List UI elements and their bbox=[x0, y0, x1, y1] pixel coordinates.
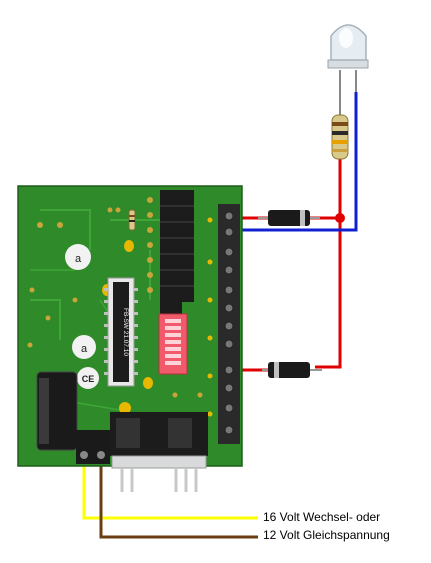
ic-chip-icon: FB-SW 21.07.10 bbox=[104, 277, 138, 387]
capacitor-icon bbox=[36, 371, 78, 451]
resistor-icon bbox=[128, 209, 136, 231]
dip-switch-icon bbox=[158, 313, 188, 375]
led-icon bbox=[327, 24, 369, 110]
power-label-line2: 12 Volt Gleichspannung bbox=[263, 528, 390, 542]
terminal-block-icon bbox=[207, 204, 240, 444]
resistor-icon bbox=[331, 105, 349, 160]
capacitor-icon bbox=[102, 240, 153, 414]
power-label-line1: 16 Volt Wechsel- oder bbox=[263, 510, 381, 524]
voltage-regulator-icon bbox=[110, 412, 208, 492]
power-terminal bbox=[76, 430, 110, 464]
diode-icon bbox=[262, 362, 322, 378]
certification-logo: a bbox=[72, 335, 96, 359]
wire-junction bbox=[335, 213, 345, 223]
svg-text:FB-SW 21.07.10: FB-SW 21.07.10 bbox=[122, 308, 129, 356]
pin-header bbox=[160, 190, 194, 318]
yellow-power-wire bbox=[82, 460, 258, 520]
ce-mark-logo: CE bbox=[77, 367, 99, 389]
blue-led-wire bbox=[240, 92, 358, 232]
svg-text:a: a bbox=[75, 253, 82, 265]
brown-power-wire bbox=[99, 460, 258, 539]
svg-text:a: a bbox=[81, 343, 88, 355]
certification-logo: a bbox=[65, 244, 91, 270]
red-led-wire bbox=[315, 158, 342, 369]
diode-icon bbox=[258, 210, 320, 226]
svg-text:CE: CE bbox=[82, 374, 95, 384]
